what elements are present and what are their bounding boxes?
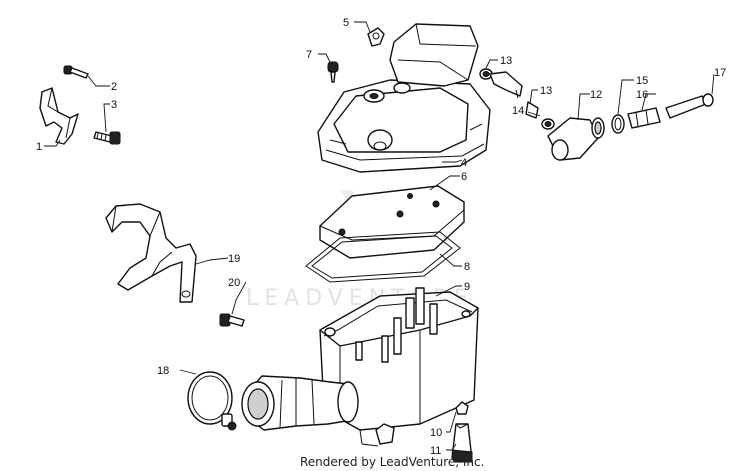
callout-18: 18 — [157, 365, 169, 377]
part-2-screw — [63, 65, 89, 79]
part-16-hose — [627, 107, 661, 129]
part-4-airbox-cover — [317, 23, 491, 173]
part-14-hose — [489, 71, 523, 99]
callout-12: 12 — [590, 89, 602, 101]
callout-16: 16 — [636, 89, 648, 101]
callout-4: 4 — [461, 157, 467, 169]
callout-5: 5 — [343, 17, 349, 29]
leader-lines — [44, 21, 715, 451]
part-7-screw — [327, 61, 339, 83]
callout-labels: 1 2 3 4 5 6 7 8 9 10 11 12 13 13 14 15 1… — [36, 17, 726, 457]
part-9-airbox-base — [319, 287, 479, 447]
part-20-bolt — [219, 313, 245, 327]
part-11-drain — [451, 423, 473, 463]
part-19-strap-bracket — [105, 203, 197, 303]
callout-17: 17 — [714, 67, 726, 79]
callout-13a: 13 — [500, 55, 512, 67]
callout-15: 15 — [636, 75, 648, 87]
callout-1: 1 — [36, 141, 42, 153]
part-5-elbow-fitting — [367, 27, 385, 47]
callout-2: 2 — [111, 81, 117, 93]
callout-10: 10 — [430, 427, 442, 439]
callout-14: 14 — [512, 105, 524, 117]
part-17-tube — [665, 93, 714, 119]
callout-7: 7 — [306, 49, 312, 61]
callout-8: 8 — [464, 261, 470, 273]
part-10-clip — [455, 401, 469, 415]
part-6-plate — [319, 185, 465, 259]
callout-6: 6 — [461, 171, 467, 183]
callout-3: 3 — [111, 99, 117, 111]
callout-19: 19 — [228, 253, 240, 265]
callout-20: 20 — [228, 277, 240, 289]
callout-13b: 13 — [540, 85, 552, 97]
callout-11: 11 — [430, 445, 441, 457]
part-12-inlet-fitting — [547, 117, 605, 161]
part-1-bracket — [39, 87, 79, 145]
part-18-hose-clamp — [187, 371, 237, 431]
part-13-clamp-lower — [525, 101, 555, 130]
footer-credit: Rendered by LeadVenture, Inc. — [300, 455, 484, 469]
part-3-bolt — [93, 131, 121, 145]
intake-elbow — [241, 375, 359, 431]
part-15-clamp — [611, 114, 625, 134]
part-8-gasket — [305, 231, 461, 283]
part-13-clamp-upper — [479, 68, 493, 80]
callout-9: 9 — [464, 281, 470, 293]
